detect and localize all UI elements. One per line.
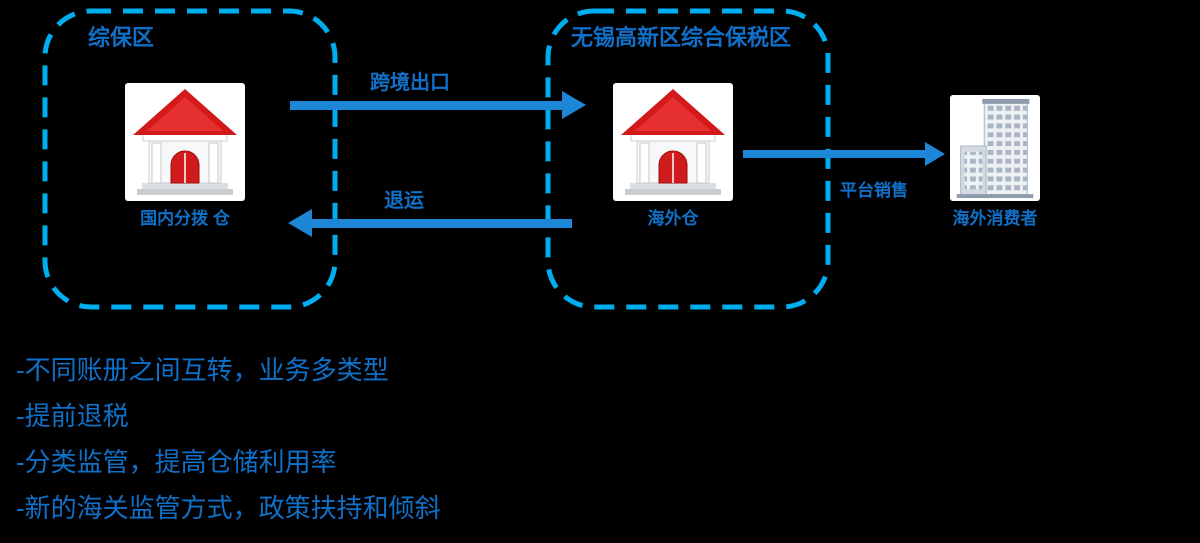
zone-comprehensive-bonded: 综保区 <box>42 8 338 310</box>
building-icon <box>950 95 1040 201</box>
arrow-left-head-icon <box>288 209 312 237</box>
arrow-platform-sales-shaft <box>743 150 925 158</box>
node-domestic-warehouse: 国内分拨 仓 <box>123 83 247 229</box>
node-overseas-warehouse-label: 海外仓 <box>647 209 699 228</box>
note-line: -提前退税 <box>16 401 129 431</box>
zone-wuxi-hightech-bonded-label: 无锡高新区综合保税区 <box>571 25 792 50</box>
zone-dashed-border <box>42 8 338 310</box>
arrow-export <box>290 91 586 119</box>
node-overseas-consumer-label: 海外消费者 <box>952 209 1038 228</box>
zone-comprehensive-bonded-label: 综保区 <box>88 25 155 50</box>
arrow-right-head-icon <box>562 91 586 119</box>
house-icon <box>613 83 733 201</box>
arrow-platform-sales-label: 平台销售 <box>840 181 908 200</box>
arrow-return-shaft <box>312 218 572 228</box>
arrow-right-head-icon <box>925 142 945 166</box>
arrow-return <box>288 209 572 237</box>
zone-dashed-border <box>545 8 831 310</box>
zone-wuxi-hightech-bonded: 无锡高新区综合保税区 <box>545 8 831 310</box>
arrow-return-label: 退运 <box>384 190 424 212</box>
arrow-export-shaft <box>290 100 562 110</box>
note-line: -不同账册之间互转，业务多类型 <box>16 355 389 385</box>
node-overseas-warehouse: 海外仓 <box>611 83 735 229</box>
arrow-platform-sales <box>743 142 945 166</box>
node-overseas-consumer: 海外消费者 <box>945 95 1045 229</box>
note-line: -分类监管，提高仓储利用率 <box>16 447 337 477</box>
arrow-export-label: 跨境出口 <box>370 72 450 94</box>
node-domestic-warehouse-label: 国内分拨 仓 <box>140 209 230 228</box>
house-icon <box>125 83 245 201</box>
note-line: -新的海关监管方式，政策扶持和倾斜 <box>16 493 441 523</box>
